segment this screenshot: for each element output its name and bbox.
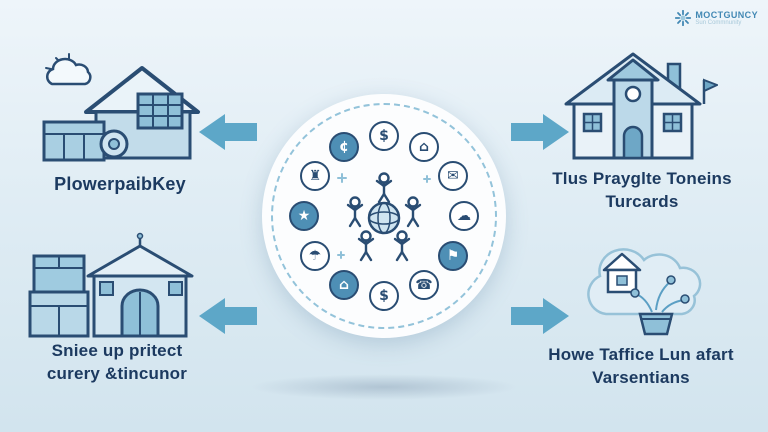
ring-icon-phone: ☎ [409,270,439,300]
ring-icon-cent: ¢ [329,132,359,162]
logo: MOCTGUNCY Sun Commnunity [675,10,758,27]
arrow-left-icon [199,298,257,334]
ring-icon-home: ⌂ [409,132,439,162]
label-line: Turcards [605,191,679,211]
ring-icon-home: ⌂ [329,270,359,300]
arrow-right-icon [511,114,569,150]
quadrant-label-bottom-right: Howe Taffice Lun afart Varsentians [524,344,758,390]
logo-name: MOCTGUNCY [695,10,758,20]
quadrant-label-bottom-left: Sniee up pritect curery &tincunor [2,340,232,386]
label-line: Howe Taffice Lun afart [548,345,734,364]
ring-icon-umbrella: ☂ [300,241,330,271]
center-circle-dashed-border [271,103,497,329]
arrow-right-icon [511,298,569,334]
ring-icon-dollar: $ [369,121,399,151]
logo-star-icon [675,10,692,26]
ring-icon-dollar: $ [369,281,399,311]
label-line: PlowerpaibKey [54,174,186,194]
label-line: Tlus Prayglte Toneins [552,169,732,188]
ring-icon-flag: ⚑ [438,241,468,271]
large-house-illustration [564,52,718,160]
house-with-cloud-illustration [42,53,200,162]
quadrant-label-top-right: Tlus Prayglte Toneins Turcards [528,168,756,214]
ring-icon-star: ★ [289,201,319,231]
label-line: curery &tincunor [46,363,188,383]
ring-icon-mail: ✉ [438,161,468,191]
label-line: Varsentians [592,367,690,387]
people-around-globe-illustration [337,172,431,262]
central-diagram: $ ⌂ ✉ ☁ ⚑ ☎ $ ⌂ ☂ ★ ♜ ¢ [262,94,506,338]
boxes-and-warehouse-illustration [28,232,194,338]
arrow-left-icon [199,114,257,150]
logo-subtitle: Sun Commnunity [695,20,742,27]
logo-text: MOCTGUNCY Sun Commnunity [695,10,758,27]
ground-shadow [250,374,518,400]
ring-icon-tower: ♜ [300,161,330,191]
ring-icon-cloud: ☁ [449,201,479,231]
label-line: Sniee up pritect [51,341,183,360]
cloud-with-house-and-plants-illustration [587,248,702,336]
quadrant-label-top-left: PlowerpaibKey [8,172,232,196]
